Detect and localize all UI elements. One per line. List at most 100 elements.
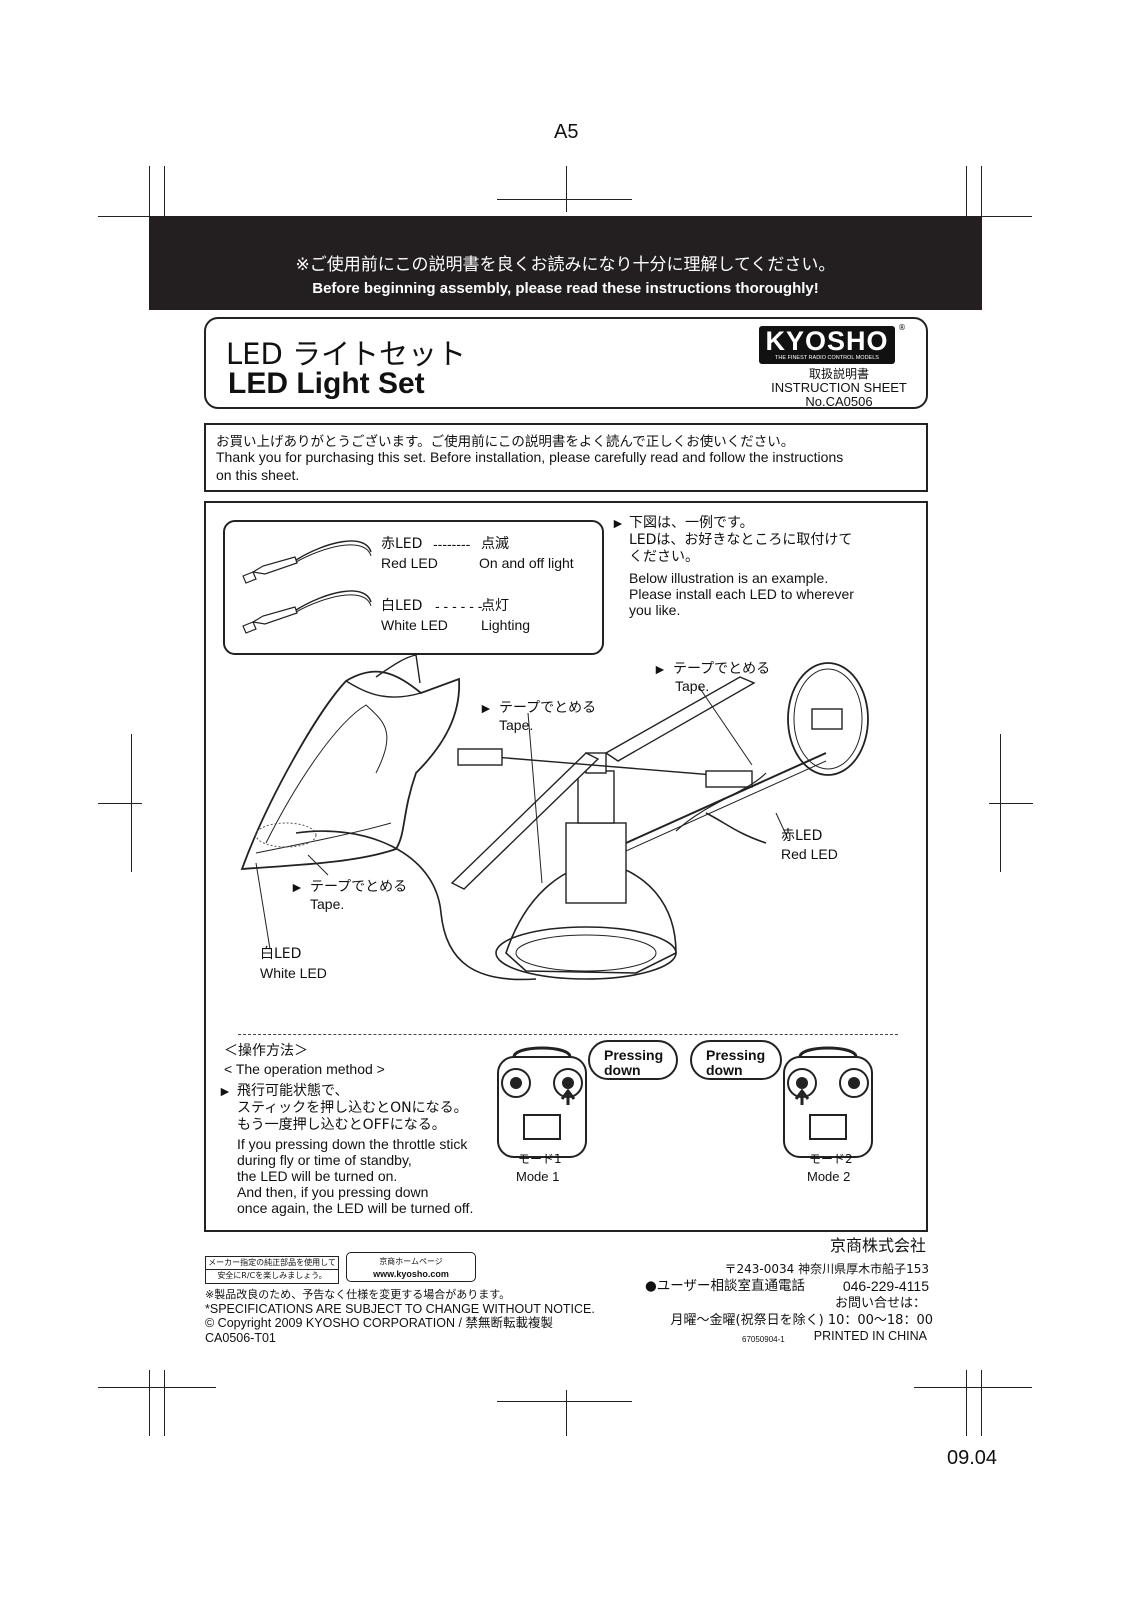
led-parts-box: 赤LED -------- 点滅 Red LED On and off ligh… <box>223 520 604 655</box>
banner-en: Before beginning assembly, please read t… <box>312 280 819 297</box>
operation-en-line5: once again, the LED will be turned off. <box>237 1200 474 1216</box>
thanks-jp: お買い上げありがとうございます。ご使用前にこの説明書をよく読んで正しくお使いくだ… <box>216 434 795 450</box>
red-led-jp: 赤LED <box>381 536 423 552</box>
tape-arrow-icon: ► <box>479 700 493 716</box>
thanks-en-line2: on this sheet. <box>216 467 300 483</box>
page-label: A5 <box>554 121 579 143</box>
thanks-box: お買い上げありがとうございます。ご使用前にこの説明書をよく読んで正しくお使いくだ… <box>204 423 928 492</box>
crop-mark <box>497 1401 632 1402</box>
title-box: LED ライトセット LED Light Set KYOSHO THE FINE… <box>204 317 928 409</box>
example-jp-line1: 下図は、一例です。 <box>629 515 754 531</box>
white-led-label-en: White LED <box>260 965 327 981</box>
helicopter-illustration <box>240 654 869 981</box>
pressing-line1: Pressing <box>604 1047 664 1063</box>
red-led-label-en: Red LED <box>781 846 838 862</box>
crop-mark <box>164 1370 165 1436</box>
pressing-line2: down <box>706 1062 743 1078</box>
tape-label-jp-rear: テープでとめる <box>673 661 771 677</box>
company-name: 京商株式会社 <box>829 1236 926 1255</box>
red-led-label-jp: 赤LED <box>781 828 823 844</box>
tape-label-en-mid: Tape. <box>499 717 534 733</box>
phone-number: 046-229-4115 <box>842 1278 929 1294</box>
title-jp: LED ライトセット <box>226 337 467 371</box>
crop-mark <box>566 166 567 212</box>
address: 〒243-0034 神奈川県厚木市船子153 <box>724 1262 930 1276</box>
crop-mark <box>131 734 132 872</box>
operation-en-line3: the LED will be turned on. <box>237 1168 398 1184</box>
printed-in: PRINTED IN CHINA <box>813 1329 927 1343</box>
crop-mark <box>149 166 150 232</box>
operation-jp-line3: もう一度押し込むとOFFになる。 <box>237 1117 446 1133</box>
mode2-en: Mode 2 <box>807 1169 851 1184</box>
logo-name: KYOSHO <box>765 326 889 356</box>
tape-arrow-icon: ► <box>653 661 667 677</box>
white-led-dash: - - - - - - <box>435 598 483 614</box>
pressing-line2: down <box>604 1062 641 1078</box>
title-en: LED Light Set <box>228 367 425 400</box>
tape-label-en-front: Tape. <box>310 896 345 912</box>
white-led-en: White LED <box>381 617 448 633</box>
phone-label: ●ユーザー相談室直通電話 <box>645 1278 806 1294</box>
transmitter-mode2-illustration <box>783 1046 873 1158</box>
crop-mark <box>164 166 165 232</box>
crop-mark <box>966 1370 967 1436</box>
example-en-line3: you like. <box>629 602 681 618</box>
white-led-action-jp: 点灯 <box>481 598 509 614</box>
crop-mark <box>989 803 1033 804</box>
tape-arrow-icon: ► <box>290 879 304 895</box>
red-led-action-en: On and off light <box>479 555 574 571</box>
operation-arrow-icon: ► <box>218 1083 232 1099</box>
crop-mark <box>566 1390 567 1436</box>
white-led-action-en: Lighting <box>481 617 531 633</box>
operation-en-line4: And then, if you pressing down <box>237 1184 429 1200</box>
crop-mark <box>981 1370 982 1436</box>
homepage-badge: 京商ホームページ www.kyosho.com <box>346 1252 476 1282</box>
crop-mark <box>981 166 982 232</box>
mode1-jp: モード1 <box>518 1152 562 1166</box>
homepage-url: www.kyosho.com <box>373 1269 449 1279</box>
red-led-en: Red LED <box>381 555 438 571</box>
crop-mark <box>914 1387 1032 1388</box>
genuine-parts-badge: メーカー指定の純正部品を使用して 安全にR/Cを楽しみましょう。 <box>205 1256 339 1284</box>
operation-heading-jp: ＜操作方法＞ <box>224 1043 308 1059</box>
operation-jp-line1: 飛行可能状態で、 <box>237 1083 349 1099</box>
example-jp-line2: LEDは、お好きなところに取付けて <box>629 532 853 548</box>
white-led-jp: 白LED <box>381 598 423 614</box>
tape-label-jp-mid: テープでとめる <box>499 700 597 716</box>
crop-mark <box>149 1370 150 1436</box>
notice-en: *SPECIFICATIONS ARE SUBJECT TO CHANGE WI… <box>205 1302 595 1316</box>
transmitter-mode1-illustration <box>497 1046 587 1158</box>
homepage-label: 京商ホームページ <box>379 1257 443 1266</box>
sheet-number: No.CA0506 <box>805 394 873 409</box>
registered-mark: ® <box>898 323 906 332</box>
example-jp-line3: ください。 <box>629 549 699 565</box>
pressing-down-bubble-mode2: Pressing down <box>690 1040 782 1080</box>
crop-mark <box>966 166 967 232</box>
white-led-label-jp: 白LED <box>260 946 302 962</box>
instruction-panel: 赤LED -------- 点滅 Red LED On and off ligh… <box>204 501 928 1232</box>
operation-heading-en: < The operation method > <box>224 1061 385 1077</box>
crop-mark <box>1000 734 1001 872</box>
warning-banner: ※ご使用前にこの説明書を良くお読みになり十分に理解してください。 Before … <box>149 216 982 310</box>
section-divider <box>238 1034 898 1035</box>
business-hours: 月曜〜金曜(祝祭日を除く) 10：00〜18：00 <box>670 1313 933 1328</box>
example-en-line2: Please install each LED to wherever <box>629 586 854 602</box>
print-code: 67050904-1 <box>742 1335 785 1344</box>
kyosho-logo: KYOSHO THE FINEST RADIO CONTROL MODELS <box>759 326 895 364</box>
arrow-icon: ► <box>611 515 625 531</box>
sheet-en: INSTRUCTION SHEET <box>771 380 907 395</box>
tape-label-jp-front: テープでとめる <box>310 879 408 895</box>
crop-mark <box>497 199 632 200</box>
date-code: 09.04 <box>947 1447 998 1469</box>
badge-line2: 安全にR/Cを楽しみましょう。 <box>217 1271 327 1280</box>
red-led-dash: -------- <box>433 536 471 552</box>
logo-tagline: THE FINEST RADIO CONTROL MODELS <box>775 355 879 361</box>
mode2-jp: モード2 <box>809 1152 853 1166</box>
tape-label-en-rear: Tape. <box>675 678 710 694</box>
pressing-down-bubble-mode1: Pressing down <box>588 1040 678 1080</box>
banner-jp: ※ご使用前にこの説明書を良くお読みになり十分に理解してください。 <box>295 255 836 275</box>
operation-en-line2: during fly or time of standby, <box>237 1152 412 1168</box>
thanks-en-line1: Thank you for purchasing this set. Befor… <box>216 449 844 465</box>
notice-jp: ※製品改良のため、予告なく仕様を変更する場合があります。 <box>205 1288 511 1301</box>
operation-en-line1: If you pressing down the throttle stick <box>237 1136 468 1152</box>
